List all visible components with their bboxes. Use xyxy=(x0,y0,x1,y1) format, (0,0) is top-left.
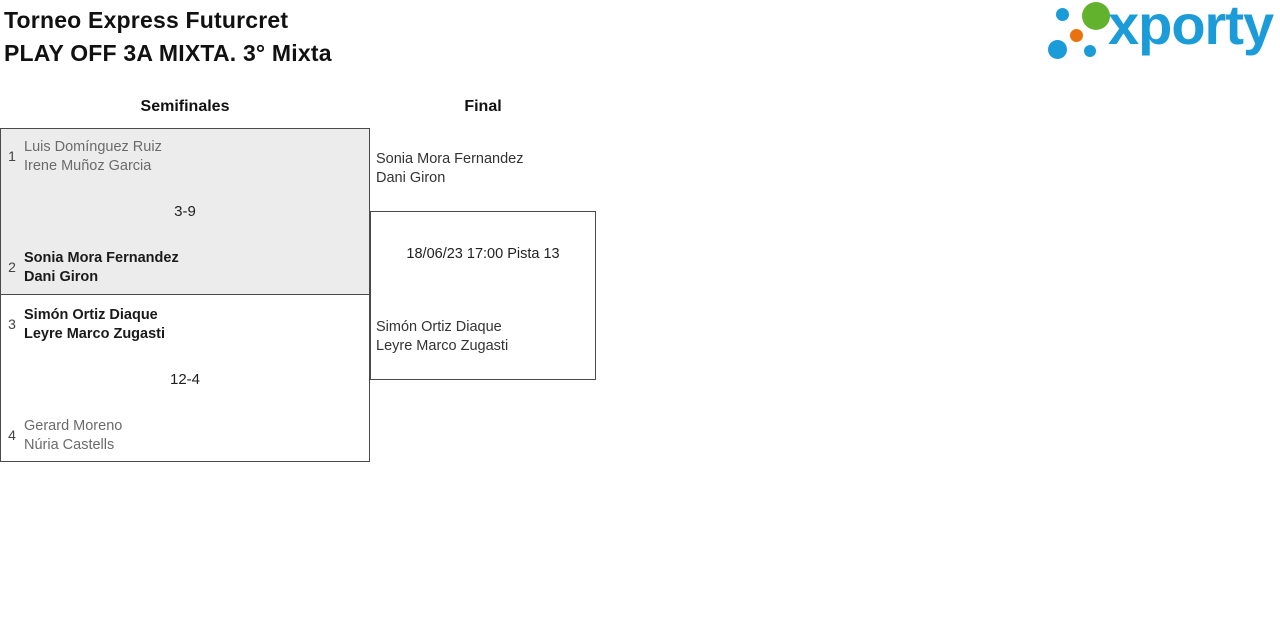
seed-number-1: 1 xyxy=(8,148,16,164)
team-gerard-nuria: Gerard Moreno Núria Castells xyxy=(24,417,122,455)
semifinal-1-score: 3-9 xyxy=(174,203,196,220)
player-name: Dani Giron xyxy=(24,269,99,285)
player-name: Dani Giron xyxy=(376,170,446,186)
seed-number-4: 4 xyxy=(8,427,16,443)
player-name: Núria Castells xyxy=(24,437,115,453)
final-match-box xyxy=(370,211,596,380)
seed-number-2: 2 xyxy=(8,259,16,275)
player-name: Simón Ortiz Diaque xyxy=(24,307,158,323)
seed-number-3: 3 xyxy=(8,316,16,332)
logo-dot-blue-small-icon xyxy=(1056,8,1069,21)
player-name: Luis Domínguez Ruiz xyxy=(24,139,162,155)
player-name: Leyre Marco Zugasti xyxy=(24,326,166,342)
player-name: Leyre Marco Zugasti xyxy=(376,338,509,354)
final-match-info: 18/06/23 17:00 Pista 13 xyxy=(406,246,560,262)
team-luis-irene: Luis Domínguez Ruiz Irene Muñoz Garcia xyxy=(24,138,162,176)
logo-dot-blue-medium-icon xyxy=(1048,40,1067,59)
semifinal-2-match-box xyxy=(0,294,370,462)
semifinal-1-match-box xyxy=(0,128,370,295)
logo-dot-green-large-icon xyxy=(1082,2,1110,30)
player-name: Irene Muñoz Garcia xyxy=(24,158,152,174)
player-name: Sonia Mora Fernandez xyxy=(24,250,179,266)
team-simon-leyre: Simón Ortiz Diaque Leyre Marco Zugasti xyxy=(24,306,165,344)
logo-dot-orange-icon xyxy=(1070,29,1083,42)
tournament-subtitle: PLAY OFF 3A MIXTA. 3° Mixta xyxy=(4,40,332,66)
round-header-semifinals: Semifinales xyxy=(140,98,230,115)
logo-dot-blue-tiny-icon xyxy=(1084,45,1096,57)
final-team-bottom: Simón Ortiz Diaque Leyre Marco Zugasti xyxy=(376,318,508,356)
player-name: Gerard Moreno xyxy=(24,418,123,434)
round-header-final: Final xyxy=(464,98,502,115)
player-name: Simón Ortiz Diaque xyxy=(376,319,502,335)
final-team-top: Sonia Mora Fernandez Dani Giron xyxy=(376,150,524,188)
player-name: Sonia Mora Fernandez xyxy=(376,151,524,167)
tournament-title: Torneo Express Futurcret xyxy=(4,7,289,33)
semifinal-2-score: 12-4 xyxy=(169,371,201,388)
logo-wordmark: xporty xyxy=(1108,0,1274,56)
team-sonia-dani: Sonia Mora Fernandez Dani Giron xyxy=(24,249,179,287)
xporty-logo[interactable]: xporty xyxy=(1044,0,1280,70)
